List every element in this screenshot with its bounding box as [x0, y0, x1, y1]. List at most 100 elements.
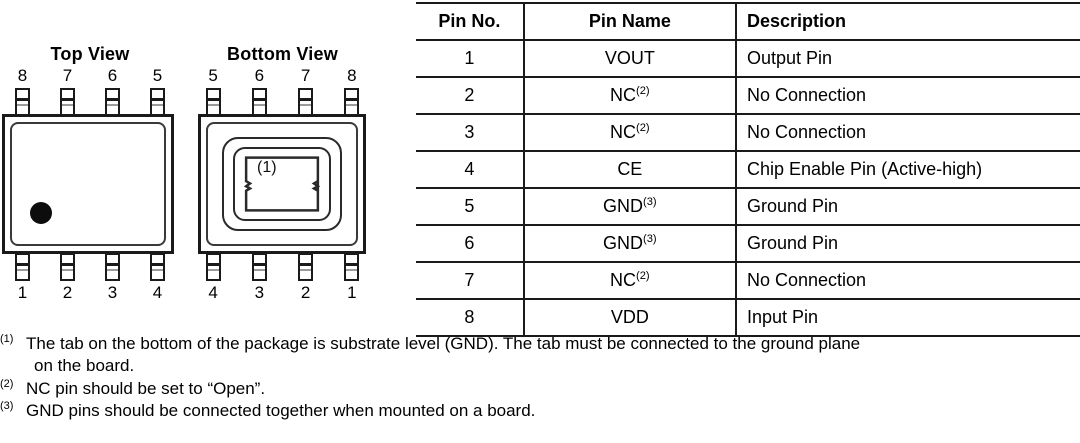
- cell-pin-name: GND(3): [523, 187, 737, 226]
- top-view-figure: Top View 8 7 6 5 1 2 3: [0, 0, 180, 330]
- pin-label: 2: [62, 283, 73, 302]
- pin-lead: [251, 253, 267, 281]
- footnote-ref: (3): [643, 232, 657, 245]
- cell-pin-no: 1: [416, 39, 525, 78]
- bottom-view-bottom-pin-labels: 4 3 2 1: [190, 283, 375, 303]
- cell-pin-name: GND(3): [523, 224, 737, 263]
- cell-description: Ground Pin: [735, 187, 1080, 226]
- column-header-pin-name: Pin Name: [523, 2, 737, 41]
- column-header-pin-no: Pin No.: [416, 2, 525, 41]
- bottom-view-top-pin-labels: 5 6 7 8: [190, 66, 375, 86]
- cell-description: Output Pin: [735, 39, 1080, 78]
- cell-pin-no: 4: [416, 150, 525, 189]
- pin-label: 3: [107, 283, 118, 302]
- bottom-view-title: Bottom View: [227, 44, 338, 64]
- pin-lead: [298, 253, 314, 281]
- pin-lead: [298, 88, 314, 116]
- column-header-description: Description: [735, 2, 1080, 41]
- footnotes-section: (1) The tab on the bottom of the package …: [0, 333, 1080, 423]
- pin-label: 7: [62, 66, 73, 85]
- top-view-bottom-leads: [0, 253, 180, 281]
- cell-description: No Connection: [735, 261, 1080, 300]
- bottom-view-package-body: (1): [198, 114, 366, 254]
- cell-pin-name: VOUT: [523, 39, 737, 78]
- cell-pin-no: 2: [416, 76, 525, 115]
- pin-lead: [105, 253, 120, 281]
- cell-description: Input Pin: [735, 298, 1080, 337]
- cell-pin-name: VDD: [523, 298, 737, 337]
- table-header: Pin No. Pin Name Description: [416, 2, 1080, 41]
- footnote-text: The tab on the bottom of the package is …: [26, 334, 861, 353]
- pin-lead: [15, 88, 30, 116]
- bottom-view-figure: Bottom View 5 6 7 8 (1): [190, 0, 375, 330]
- pin-lead: [15, 253, 30, 281]
- footnote-ref: (2): [636, 84, 650, 97]
- cell-pin-name: NC(2): [523, 113, 737, 152]
- pin-1-dot-icon: [30, 202, 52, 224]
- cell-pin-no: 7: [416, 261, 525, 300]
- pin-label: 4: [208, 283, 218, 302]
- pin-label: 2: [300, 283, 311, 302]
- footnote-text: NC pin should be set to “Open”.: [26, 378, 266, 398]
- table-header-row: Pin No. Pin Name Description: [416, 2, 1080, 41]
- footnote-marker: (3): [0, 400, 14, 413]
- top-view-top-leads: [0, 88, 180, 116]
- pin-label: 4: [152, 283, 163, 302]
- cell-pin-name: NC(2): [523, 76, 737, 115]
- exposed-pad-shape-icon: [243, 156, 321, 212]
- pin-lead: [150, 88, 165, 116]
- footnote-ref: (2): [636, 121, 650, 134]
- cell-pin-no: 8: [416, 298, 525, 337]
- pin-lead: [344, 88, 360, 116]
- bottom-view-bottom-leads: [190, 253, 375, 281]
- pin-label: 1: [347, 283, 357, 302]
- pin-lead: [205, 253, 221, 281]
- top-view-top-pin-labels: 8 7 6 5: [0, 66, 180, 86]
- top-view-bottom-pin-labels: 1 2 3 4: [0, 283, 180, 303]
- top-view-package-body: [2, 114, 174, 254]
- pin-lead: [251, 88, 267, 116]
- footnote: (3) GND pins should be connected together…: [0, 400, 1080, 422]
- pin-lead: [344, 253, 360, 281]
- pin-label: 6: [254, 66, 265, 85]
- pin-label: 3: [254, 283, 265, 302]
- package-figures: Top View 8 7 6 5 1 2 3: [0, 0, 400, 330]
- pin-label: 8: [17, 66, 28, 85]
- footnote-marker: (2): [0, 377, 14, 390]
- pin-lead: [150, 253, 165, 281]
- footnote: (1) The tab on the bottom of the package …: [0, 333, 1080, 377]
- exposed-pad-footnote-ref: (1): [257, 159, 277, 176]
- cell-pin-name: NC(2): [523, 261, 737, 300]
- bottom-view-top-leads: [190, 88, 375, 116]
- pin-lead: [205, 88, 221, 116]
- footnote-text-continuation: on the board.: [34, 355, 135, 375]
- cell-pin-name: CE: [523, 150, 737, 189]
- cell-pin-no: 3: [416, 113, 525, 152]
- cell-description: Chip Enable Pin (Active-high): [735, 150, 1080, 189]
- cell-description: No Connection: [735, 76, 1080, 115]
- pin-label: 1: [17, 283, 28, 302]
- pin-lead: [60, 253, 75, 281]
- pin-label: 6: [107, 66, 118, 85]
- pin-label: 7: [300, 66, 311, 85]
- footnote-ref: (3): [643, 195, 657, 208]
- cell-pin-no: 6: [416, 224, 525, 263]
- cell-description: No Connection: [735, 113, 1080, 152]
- top-view-title: Top View: [50, 44, 130, 64]
- pin-label: 5: [208, 66, 218, 85]
- footnote-text: GND pins should be connected together wh…: [26, 401, 536, 421]
- pin-lead: [105, 88, 120, 116]
- footnote-ref: (2): [636, 269, 650, 282]
- footnote: (2) NC pin should be set to “Open”.: [0, 378, 1080, 400]
- pin-label: 5: [152, 66, 163, 85]
- footnote-marker: (1): [0, 333, 14, 345]
- package-body-outline: (1): [206, 122, 358, 246]
